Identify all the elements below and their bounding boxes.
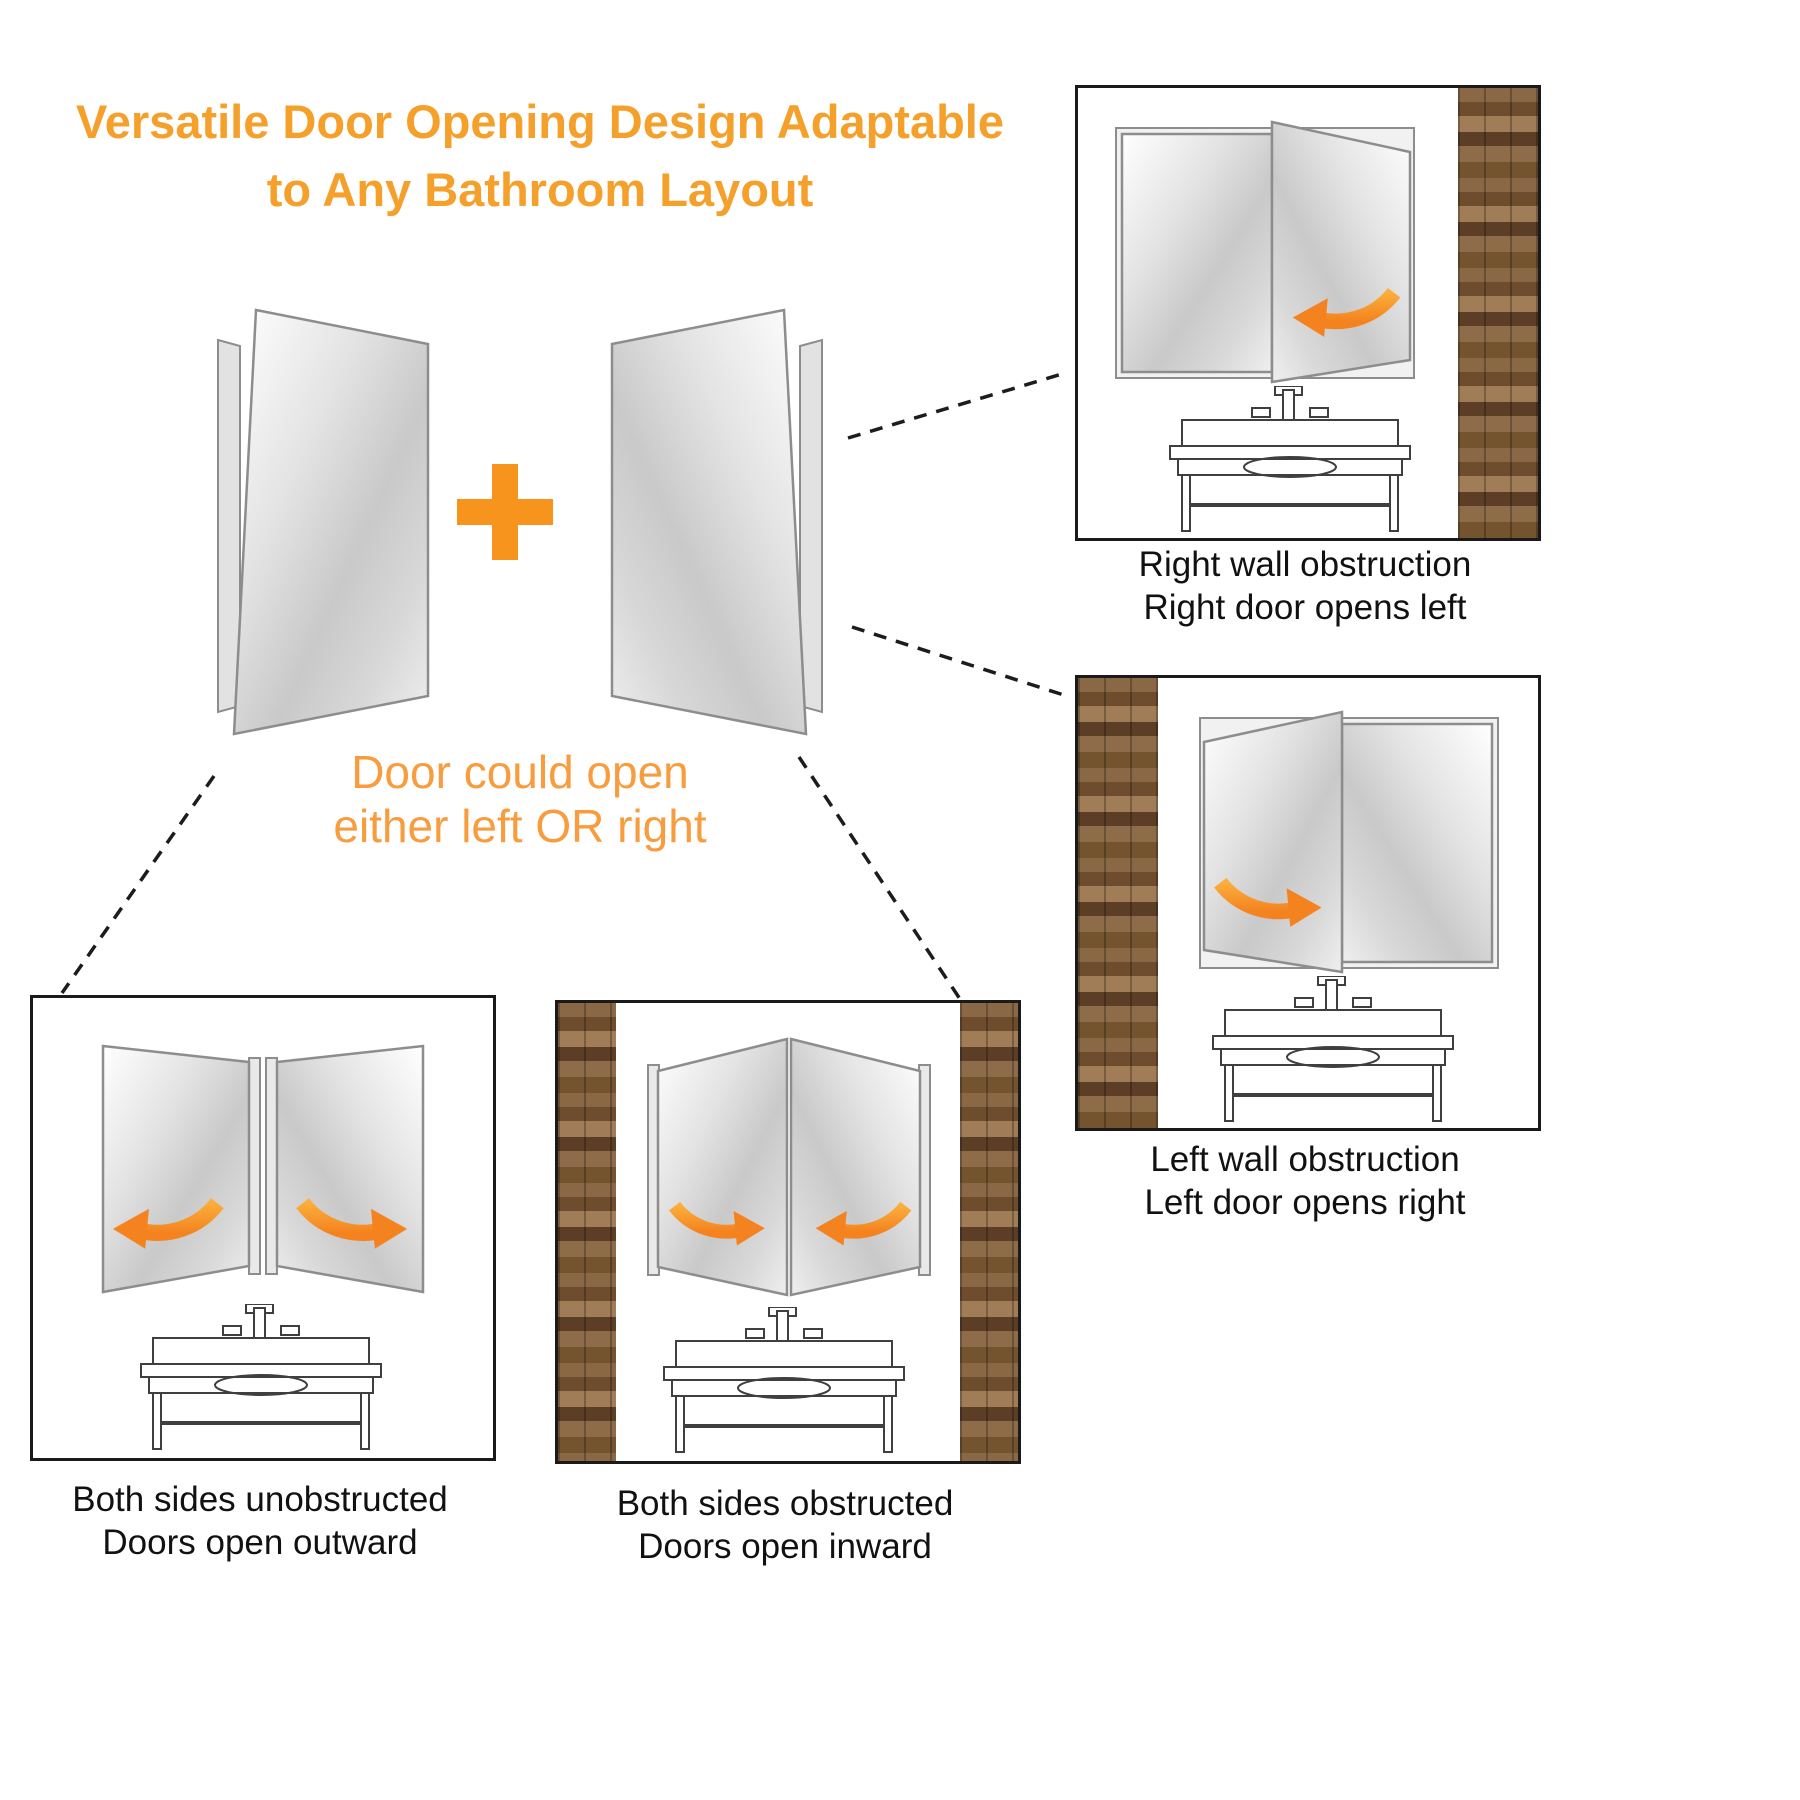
- connector-line: [847, 372, 1063, 440]
- scenario-caption: Both sides obstructed Doors open inward: [530, 1482, 1040, 1569]
- caption-line-1: Both sides unobstructed: [72, 1480, 448, 1519]
- scenario-panel-left-wall-obstruction: [1075, 675, 1541, 1131]
- center-caption: Door could open either left OR right: [170, 745, 870, 854]
- caption-line-1: Right wall obstruction: [1138, 545, 1472, 584]
- cabinet-illustration: [101, 1044, 425, 1294]
- vanity-sink-art: [1169, 386, 1411, 532]
- cabinet-frame: [248, 1057, 261, 1275]
- wood-wall-texture: [1078, 678, 1158, 1128]
- curved-arrow-right-icon: [1214, 877, 1322, 927]
- caption-line-2: Left door opens right: [1144, 1183, 1466, 1223]
- cabinet-illustration: [647, 1037, 931, 1297]
- scenario-panel-both-unobstructed: [30, 995, 496, 1461]
- curved-arrow-left-icon: [1292, 287, 1401, 337]
- wood-wall-texture: [960, 1003, 1018, 1461]
- plus-icon: [457, 464, 553, 560]
- scenario-caption: Both sides unobstructed Doors open outwa…: [5, 1478, 515, 1565]
- mirror-door-right-open: [275, 1044, 425, 1294]
- vanity-sink-art: [140, 1304, 382, 1450]
- curved-arrow-left-icon: [112, 1197, 224, 1249]
- mirror-door-open: [1202, 710, 1344, 974]
- cabinet-frame: [265, 1057, 278, 1275]
- scenario-panel-right-wall-obstruction: [1075, 85, 1541, 541]
- scenario-caption: Left wall obstruction Left door opens ri…: [1055, 1138, 1555, 1225]
- cabinet-illustration: [1115, 120, 1415, 384]
- caption-line-2: Doors open outward: [102, 1523, 418, 1563]
- title-line-1: Versatile Door Opening Design Adaptable: [76, 95, 1004, 148]
- curved-arrow-right-icon: [669, 1201, 765, 1246]
- vanity-sink-art: [1212, 976, 1454, 1122]
- caption-line-2: Doors open inward: [638, 1527, 932, 1567]
- cabinet-illustration: [1199, 710, 1499, 974]
- mirror-door-open: [1270, 120, 1412, 384]
- center-caption-line-1: Door could open: [351, 746, 689, 798]
- scenario-caption: Right wall obstruction Right door opens …: [1055, 543, 1555, 630]
- mirror-door-closed: [1340, 722, 1494, 964]
- wood-wall-texture: [1458, 88, 1538, 538]
- scenario-panel-both-obstructed: [555, 1000, 1021, 1464]
- page-title: Versatile Door Opening Design Adaptable …: [30, 88, 1050, 224]
- caption-line-1: Both sides obstructed: [616, 1484, 954, 1523]
- mirror-door-right: [610, 308, 808, 736]
- curved-arrow-right-icon: [296, 1197, 408, 1249]
- caption-line-2: Right door opens left: [1143, 588, 1467, 628]
- cabinet-frame: [217, 338, 241, 714]
- mirror-door-left-open: [101, 1044, 251, 1294]
- mirror-door-right-open: [789, 1037, 922, 1297]
- mirror-door-left: [232, 308, 430, 736]
- mirror-door-left-open: [656, 1037, 789, 1297]
- wood-wall-texture: [558, 1003, 616, 1461]
- mirror-door-closed: [1120, 132, 1274, 374]
- center-doors-illustration: [217, 308, 823, 736]
- center-caption-line-2: either left OR right: [333, 800, 707, 853]
- caption-line-1: Left wall obstruction: [1150, 1140, 1460, 1179]
- curved-arrow-left-icon: [815, 1201, 912, 1246]
- vanity-sink-art: [663, 1307, 905, 1453]
- connector-line: [851, 625, 1071, 699]
- title-line-2: to Any Bathroom Layout: [266, 163, 814, 217]
- cabinet-frame: [799, 338, 823, 714]
